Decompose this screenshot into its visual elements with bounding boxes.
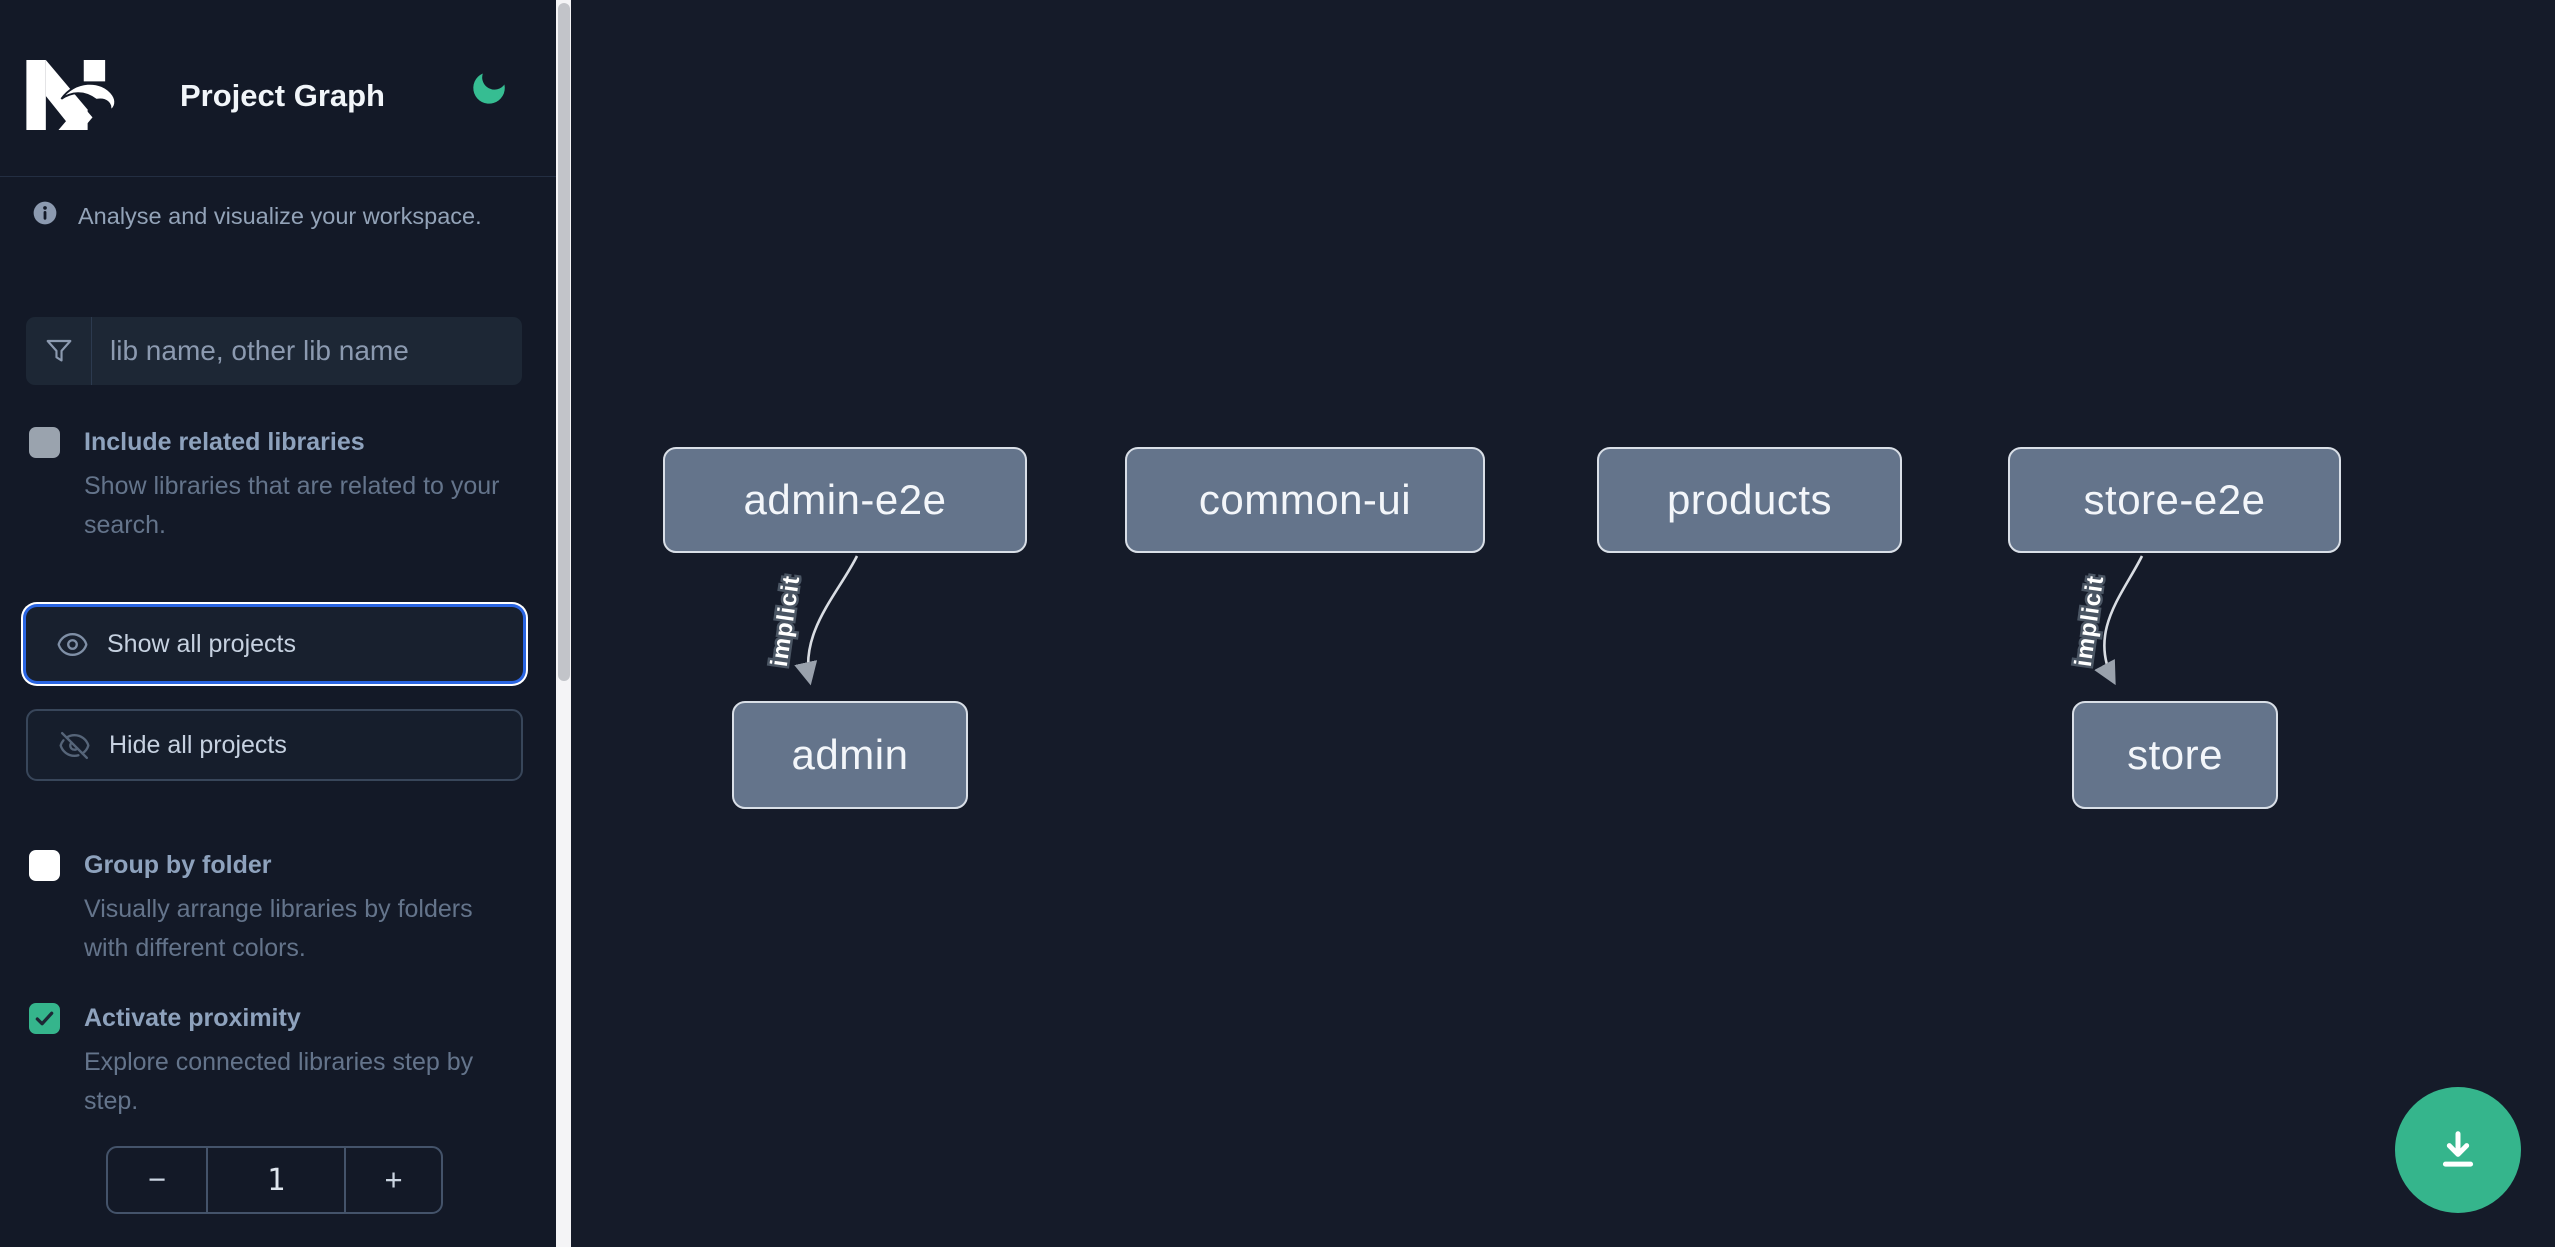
option-label: Group by folder xyxy=(84,851,272,879)
search-input[interactable] xyxy=(92,317,522,385)
sidebar-scrollbar-thumb[interactable] xyxy=(557,3,570,681)
page-title: Project Graph xyxy=(180,78,385,113)
graph-node-admin[interactable]: admin xyxy=(732,701,968,809)
hide-all-projects-label: Hide all projects xyxy=(109,730,287,759)
include-related-checkbox[interactable] xyxy=(29,427,60,458)
option-description: Visually arrange libraries by folders wi… xyxy=(84,895,473,962)
intro-text: Analyse and visualize your workspace. xyxy=(78,203,482,229)
download-graph-button[interactable] xyxy=(2395,1087,2521,1213)
option-label: Include related libraries xyxy=(84,428,365,456)
graph-canvas[interactable] xyxy=(571,0,2555,1247)
option-include-related: Include related libraries Show libraries… xyxy=(29,427,515,545)
download-icon xyxy=(2442,1131,2474,1167)
sidebar-header: Project Graph xyxy=(0,0,556,177)
increment-button[interactable]: + xyxy=(344,1148,441,1212)
option-activate-proximity: Activate proximity Explore connected lib… xyxy=(29,1003,515,1121)
nx-logo xyxy=(26,60,117,130)
graph-node-products[interactable]: products xyxy=(1597,447,1902,553)
sidebar: Project Graph Analyse and visualize your… xyxy=(0,0,556,1247)
option-group-by-folder: Group by folder Visually arrange librari… xyxy=(29,850,515,968)
search-box xyxy=(26,317,522,385)
hide-all-projects-button[interactable]: Hide all projects xyxy=(26,709,523,781)
graph-node-store[interactable]: store xyxy=(2072,701,2278,809)
option-description: Show libraries that are related to your … xyxy=(84,472,500,539)
activate-proximity-checkbox[interactable] xyxy=(29,1003,60,1034)
check-icon xyxy=(35,1011,54,1026)
eye-icon xyxy=(57,632,88,656)
theme-toggle-button[interactable] xyxy=(466,66,512,112)
decrement-button[interactable]: − xyxy=(108,1148,208,1212)
proximity-depth-value: 1 xyxy=(266,1162,286,1198)
funnel-icon xyxy=(26,317,92,385)
graph-node-common-ui[interactable]: common-ui xyxy=(1125,447,1485,553)
moon-icon xyxy=(473,72,505,104)
option-label: Activate proximity xyxy=(84,1004,301,1032)
sidebar-scrollbar-track xyxy=(556,0,571,1247)
graph-node-admin-e2e[interactable]: admin-e2e xyxy=(663,447,1027,553)
group-by-folder-checkbox[interactable] xyxy=(29,850,60,881)
show-all-projects-label: Show all projects xyxy=(107,629,296,658)
intro-row: Analyse and visualize your workspace. xyxy=(32,200,532,231)
info-icon xyxy=(33,201,57,225)
eye-off-icon xyxy=(59,731,90,759)
option-description: Explore connected libraries step by step… xyxy=(84,1048,474,1115)
show-all-projects-button[interactable]: Show all projects xyxy=(26,607,523,681)
proximity-depth-stepper: − 1 + xyxy=(106,1146,443,1214)
graph-node-store-e2e[interactable]: store-e2e xyxy=(2008,447,2341,553)
